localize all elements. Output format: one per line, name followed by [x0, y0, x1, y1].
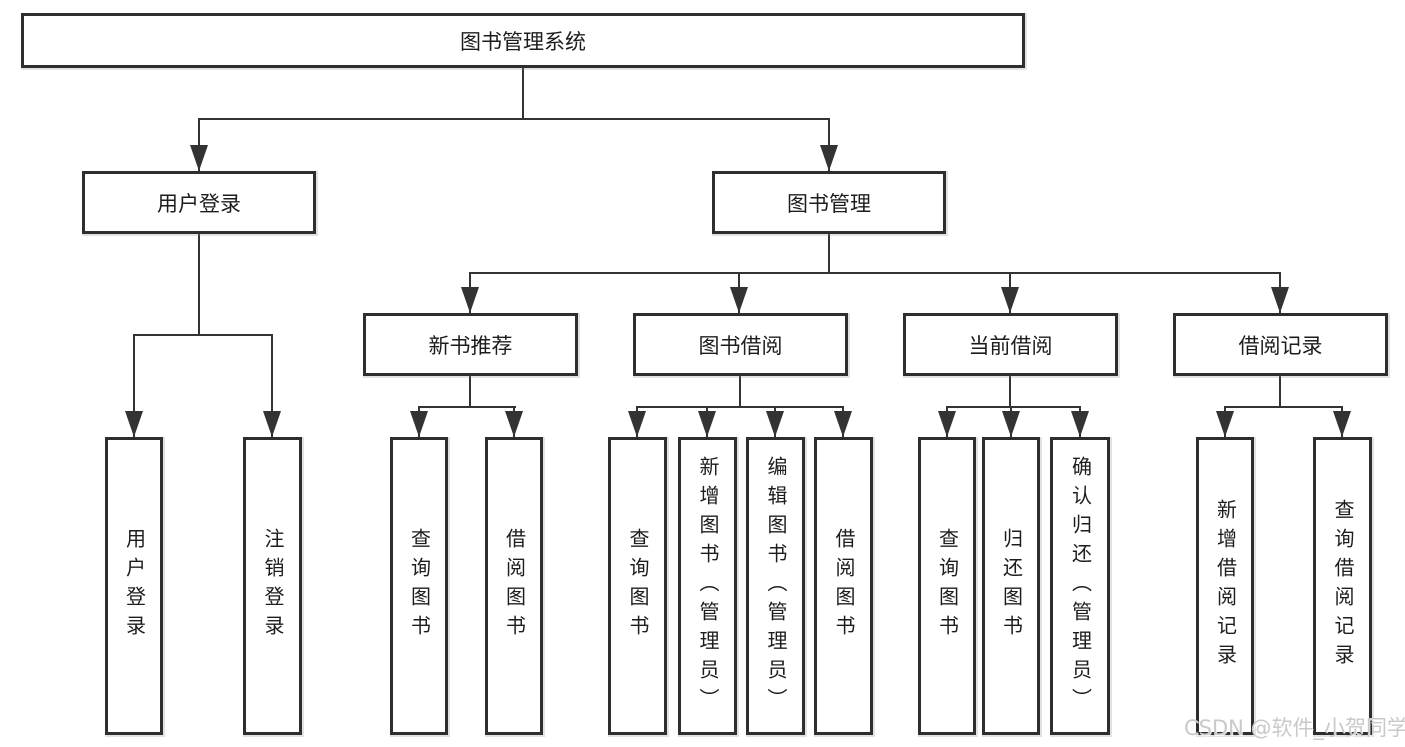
node-root-label: 图书管理系统	[460, 29, 586, 54]
leaf-return-books: 归还图书	[982, 437, 1040, 735]
leaf-add-borrow-record-label: 新增借阅记录	[1213, 499, 1238, 673]
arrowhead-icon	[410, 411, 428, 437]
node-book-borrow: 图书借阅	[633, 313, 848, 376]
leaf-add-book-admin: 新增图书（管理员）	[678, 437, 737, 735]
leaf-query-books-recommend-label: 查询图书	[407, 528, 432, 644]
arrowhead-icon	[505, 411, 523, 437]
connector-line	[636, 406, 844, 408]
node-user-login: 用户登录	[82, 171, 316, 234]
leaf-user-login: 用户登录	[105, 437, 163, 735]
connector-line	[522, 68, 524, 120]
connector-line	[946, 406, 1081, 408]
arrowhead-icon	[125, 411, 143, 437]
leaf-confirm-return-admin: 确认归还（管理员）	[1050, 437, 1110, 735]
leaf-return-books-label: 归还图书	[999, 528, 1024, 644]
arrowhead-icon	[628, 411, 646, 437]
connector-line	[271, 334, 273, 437]
connector-line	[1279, 376, 1281, 407]
connector-line	[418, 406, 516, 408]
arrowhead-icon	[1271, 287, 1289, 313]
node-book-management-label: 图书管理	[787, 191, 871, 216]
node-user-login-label: 用户登录	[157, 191, 241, 216]
arrowhead-icon	[1216, 411, 1234, 437]
leaf-query-books-borrow: 查询图书	[608, 437, 667, 735]
arrowhead-icon	[730, 287, 748, 313]
arrowhead-icon	[820, 145, 838, 171]
arrowhead-icon	[263, 411, 281, 437]
arrowhead-icon	[698, 411, 716, 437]
leaf-query-books-current: 查询图书	[918, 437, 976, 735]
leaf-query-books-current-label: 查询图书	[935, 528, 960, 644]
arrowhead-icon	[1071, 411, 1089, 437]
connector-line	[198, 118, 200, 171]
leaf-edit-book-admin-label: 编辑图书（管理员）	[764, 455, 788, 717]
csdn-watermark: CSDN @软件_小贺同学	[1184, 716, 1405, 740]
connector-line	[198, 118, 830, 120]
leaf-add-borrow-record: 新增借阅记录	[1196, 437, 1254, 735]
arrowhead-icon	[1002, 411, 1020, 437]
arrowhead-icon	[766, 411, 784, 437]
connector-line	[469, 376, 471, 407]
leaf-add-book-admin-label: 新增图书（管理员）	[696, 455, 720, 717]
connector-line	[739, 376, 741, 407]
node-current-borrow-label: 当前借阅	[968, 333, 1053, 358]
leaf-borrow-books-borrow-label: 借阅图书	[832, 528, 856, 644]
leaf-confirm-return-admin-label: 确认归还（管理员）	[1068, 455, 1093, 717]
node-new-book-recommend-label: 新书推荐	[428, 333, 513, 358]
connector-line	[828, 234, 830, 274]
arrowhead-icon	[938, 411, 956, 437]
leaf-edit-book-admin: 编辑图书（管理员）	[746, 437, 805, 735]
leaf-query-borrow-record: 查询借阅记录	[1313, 437, 1372, 735]
node-root: 图书管理系统	[21, 13, 1025, 68]
arrowhead-icon	[834, 411, 852, 437]
leaf-borrow-books-borrow: 借阅图书	[814, 437, 873, 735]
arrowhead-icon	[1333, 411, 1351, 437]
leaf-query-books-recommend: 查询图书	[390, 437, 448, 735]
leaf-user-login-label: 用户登录	[122, 528, 147, 644]
leaf-query-borrow-record-label: 查询借阅记录	[1331, 499, 1355, 673]
connector-line	[133, 334, 135, 437]
leaf-borrow-books-recommend-label: 借阅图书	[502, 528, 527, 644]
connector-line	[1224, 406, 1343, 408]
leaf-borrow-books-recommend: 借阅图书	[485, 437, 543, 735]
connector-line	[198, 234, 200, 335]
node-borrow-records: 借阅记录	[1173, 313, 1388, 376]
node-current-borrow: 当前借阅	[903, 313, 1118, 376]
node-book-borrow-label: 图书借阅	[698, 333, 783, 358]
connector-line	[469, 272, 1281, 274]
connector-line	[1009, 376, 1011, 407]
leaf-logout: 注销登录	[243, 437, 302, 735]
leaf-logout-label: 注销登录	[261, 528, 285, 644]
connector-line	[828, 118, 830, 171]
leaf-query-books-borrow-label: 查询图书	[626, 528, 650, 644]
arrowhead-icon	[1001, 287, 1019, 313]
node-borrow-records-label: 借阅记录	[1238, 333, 1323, 358]
node-new-book-recommend: 新书推荐	[363, 313, 578, 376]
arrowhead-icon	[461, 287, 479, 313]
arrowhead-icon	[190, 145, 208, 171]
node-book-management: 图书管理	[712, 171, 946, 234]
connector-line	[133, 334, 273, 336]
